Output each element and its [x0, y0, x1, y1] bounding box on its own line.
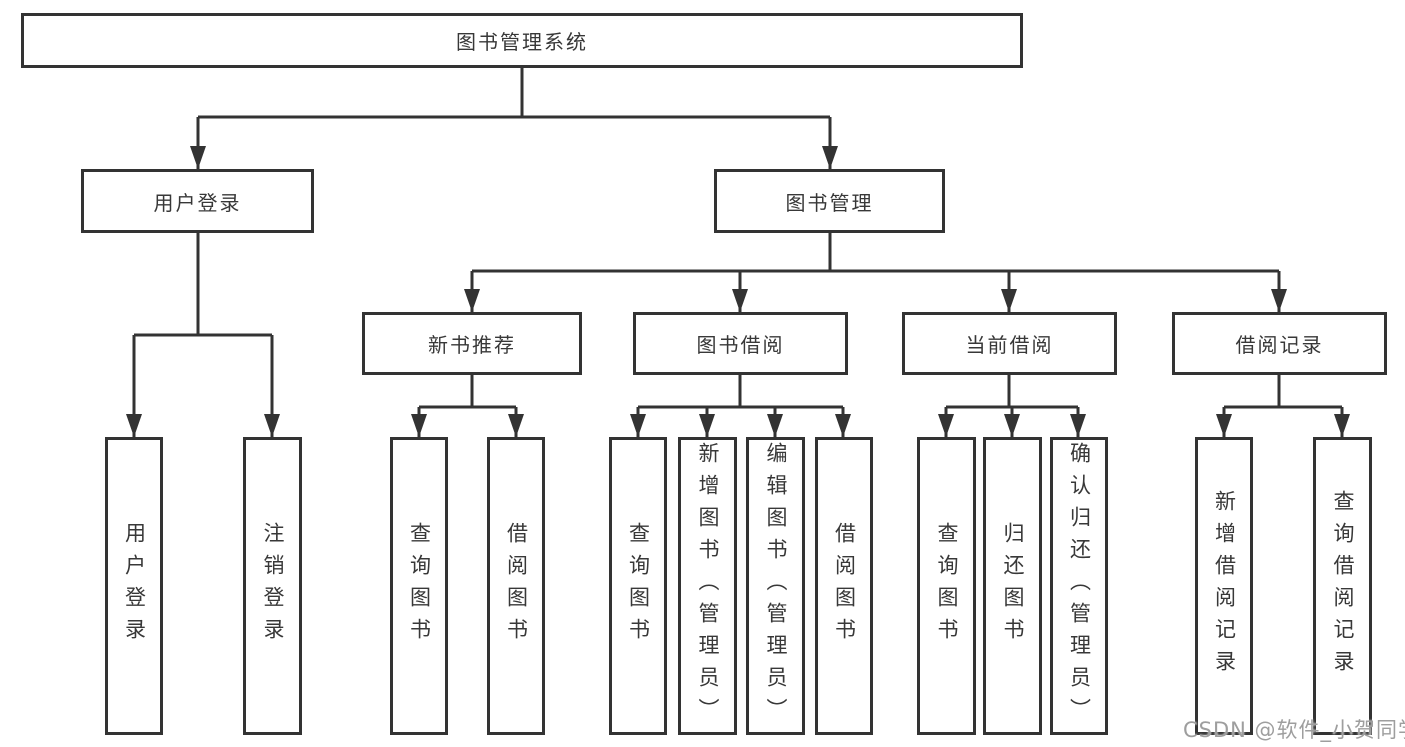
leaf-borrow-books: 借阅图书 [815, 437, 873, 735]
node-user-login: 用户登录 [81, 169, 314, 233]
leaf-borrow-books-recommend: 借阅图书 [487, 437, 545, 735]
node-label: 图书借阅 [696, 333, 785, 357]
node-new-book-recommend: 新书推荐 [362, 312, 582, 375]
leaf-label: 新增图书（管理员） [696, 442, 720, 730]
leaf-label: 用户登录 [122, 522, 147, 650]
leaf-query-books-current: 查询图书 [917, 437, 976, 735]
node-book-borrow: 图书借阅 [633, 312, 848, 375]
leaf-query-books-borrow: 查询图书 [609, 437, 667, 735]
node-label: 图书管理系统 [456, 30, 588, 54]
leaf-label: 注销登录 [261, 522, 285, 650]
leaf-label: 编辑图书（管理员） [764, 442, 788, 730]
node-label: 当前借阅 [965, 333, 1054, 357]
leaf-edit-book-admin: 编辑图书（管理员） [746, 437, 805, 735]
leaf-query-books-recommend: 查询图书 [390, 437, 448, 735]
node-label: 图书管理 [785, 190, 874, 215]
node-current-borrow: 当前借阅 [902, 312, 1117, 375]
leaf-label: 新增借阅记录 [1212, 490, 1237, 682]
leaf-label: 查询图书 [407, 522, 432, 650]
watermark: CSDN @软件_小贺同学 [1183, 718, 1405, 742]
leaf-user-login: 用户登录 [105, 437, 163, 735]
node-book-management: 图书管理 [714, 169, 945, 233]
leaf-label: 查询图书 [626, 522, 651, 650]
node-label: 新书推荐 [428, 333, 516, 357]
leaf-label: 借阅图书 [504, 522, 529, 650]
leaf-confirm-return-admin: 确认归还（管理员） [1050, 437, 1108, 735]
leaf-label: 归还图书 [1001, 522, 1025, 650]
leaf-label: 借阅图书 [832, 522, 857, 650]
leaf-add-borrow-record: 新增借阅记录 [1195, 437, 1253, 735]
leaf-logout: 注销登录 [243, 437, 302, 735]
leaf-query-borrow-record: 查询借阅记录 [1313, 437, 1372, 735]
node-borrow-records: 借阅记录 [1172, 312, 1387, 375]
leaf-return-books: 归还图书 [983, 437, 1042, 735]
node-label: 用户登录 [153, 190, 242, 215]
leaf-label: 查询借阅记录 [1331, 490, 1355, 682]
leaf-label: 确认归还（管理员） [1067, 442, 1092, 730]
node-root: 图书管理系统 [21, 13, 1023, 68]
leaf-label: 查询图书 [935, 522, 959, 650]
leaf-add-book-admin: 新增图书（管理员） [678, 437, 737, 735]
node-label: 借阅记录 [1235, 333, 1324, 357]
